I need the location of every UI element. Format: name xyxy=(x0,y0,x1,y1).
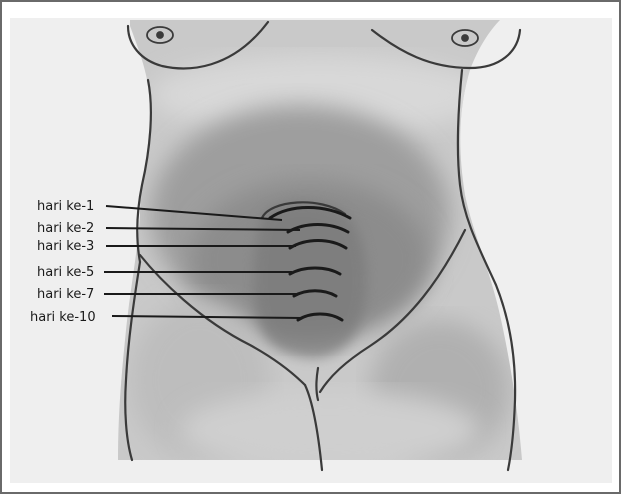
label-day-5: hari ke-5 xyxy=(37,265,94,280)
label-day-10: hari ke-10 xyxy=(30,310,96,325)
label-day-2: hari ke-2 xyxy=(37,221,94,236)
label-day-3: hari ke-3 xyxy=(37,239,94,254)
label-day-1: hari ke-1 xyxy=(37,199,94,214)
label-day-7: hari ke-7 xyxy=(37,287,94,302)
